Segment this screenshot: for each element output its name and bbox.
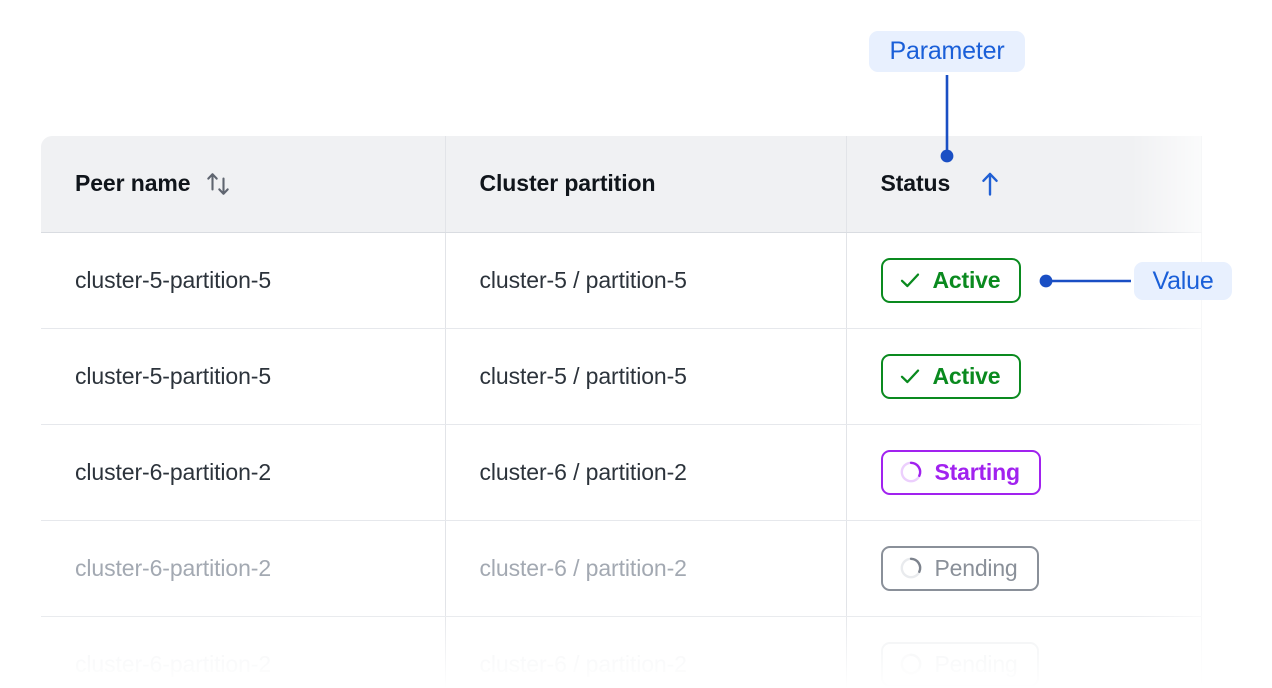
check-icon [898, 268, 922, 292]
status-badge-label: Starting [934, 458, 1020, 485]
status-badge-label: Active [932, 362, 1001, 389]
cell-cluster-partition: cluster-5 / partition-5 [445, 328, 847, 425]
status-badge-label: Active [932, 266, 1001, 293]
table-row[interactable]: cluster-6-partition-2 cluster-6 / partit… [41, 424, 1202, 521]
status-badge-label: Pending [934, 554, 1018, 581]
table-row[interactable]: cluster-6-partition-2 cluster-6 / partit… [41, 616, 1202, 688]
status-badge-pending[interactable]: Pending [880, 641, 1039, 687]
cell-status: Starting [846, 424, 1202, 521]
cell-status: Pending [846, 520, 1202, 617]
column-header-status[interactable]: Status [846, 136, 1202, 233]
column-header-peer-name-label: Peer name [75, 170, 191, 197]
column-header-status-label: Status [880, 170, 951, 197]
cell-peer-name: cluster-5-partition-5 [41, 232, 446, 329]
table-body: cluster-5-partition-5 cluster-5 / partit… [41, 232, 1202, 688]
cell-peer-name: cluster-6-partition-2 [41, 424, 446, 521]
status-badge-starting[interactable]: Starting [880, 449, 1041, 495]
cell-cluster-partition: cluster-5 / partition-5 [445, 232, 847, 329]
cell-peer-name: cluster-5-partition-5 [41, 328, 446, 425]
spinner-icon [898, 555, 924, 581]
cell-cluster-partition: cluster-6 / partition-2 [445, 520, 847, 617]
annotation-badge-parameter: Parameter [869, 31, 1025, 72]
table-header-row: Peer name [41, 136, 1202, 233]
status-badge-pending[interactable]: Pending [880, 545, 1039, 591]
table-row[interactable]: cluster-6-partition-2 cluster-6 / partit… [41, 520, 1202, 617]
cell-status: Pending [846, 616, 1202, 688]
peers-table: Peer name [41, 136, 1202, 688]
cell-status: Active [846, 328, 1202, 425]
peers-table-container: Peer name [41, 136, 1272, 688]
table-row[interactable]: cluster-5-partition-5 cluster-5 / partit… [41, 328, 1202, 425]
status-badge-active[interactable]: Active [880, 353, 1022, 399]
spinner-icon [898, 459, 924, 485]
column-header-cluster-partition-label: Cluster partition [479, 170, 656, 197]
cell-cluster-partition: cluster-6 / partition-2 [445, 616, 847, 688]
cell-peer-name: cluster-6-partition-2 [41, 616, 446, 688]
status-badge-active[interactable]: Active [880, 257, 1022, 303]
table-header: Peer name [41, 136, 1202, 233]
table-row[interactable]: cluster-5-partition-5 cluster-5 / partit… [41, 232, 1202, 329]
sort-updown-icon[interactable] [204, 169, 232, 199]
status-badge-label: Pending [934, 650, 1018, 677]
arrow-up-icon[interactable] [976, 169, 1004, 199]
cell-peer-name: cluster-6-partition-2 [41, 520, 446, 617]
spinner-icon [898, 651, 924, 677]
cell-cluster-partition: cluster-6 / partition-2 [445, 424, 847, 521]
column-header-peer-name[interactable]: Peer name [41, 136, 446, 233]
check-icon [898, 364, 922, 388]
annotation-badge-value: Value [1134, 262, 1232, 300]
column-header-cluster-partition[interactable]: Cluster partition [445, 136, 847, 233]
